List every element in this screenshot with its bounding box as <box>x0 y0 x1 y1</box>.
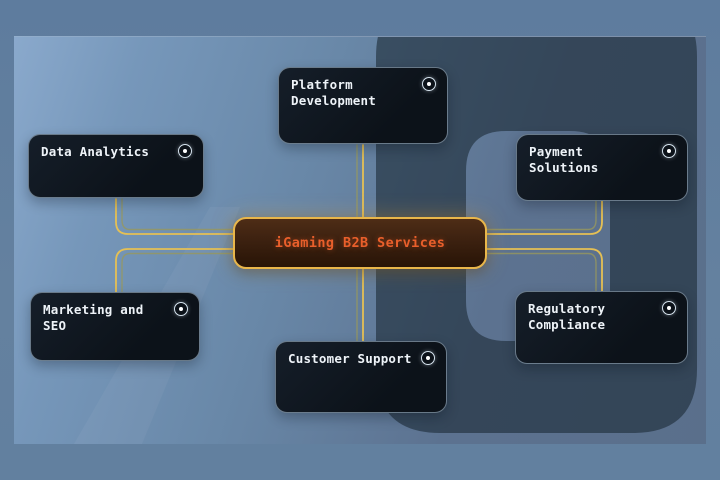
node-label: Customer Support <box>288 351 412 366</box>
node-label: Marketing and SEO <box>43 302 144 334</box>
target-icon-dot <box>666 148 672 154</box>
node-label: Platform Development <box>291 77 376 109</box>
node-regulatory-compliance: Regulatory Compliance <box>515 291 688 364</box>
target-icon-dot <box>178 306 184 312</box>
target-icon <box>421 351 435 365</box>
target-icon <box>662 144 676 158</box>
node-label: Payment Solutions <box>529 144 599 176</box>
target-icon-dot <box>666 305 672 311</box>
node-customer-support: Customer Support <box>275 341 447 413</box>
node-label: Data Analytics <box>41 144 150 159</box>
target-icon-dot <box>426 81 432 87</box>
target-icon <box>422 77 436 91</box>
target-icon-dot <box>182 148 188 154</box>
node-marketing-and-seo: Marketing and SEO <box>30 292 200 361</box>
target-icon <box>174 302 188 316</box>
node-platform-development: Platform Development <box>278 67 448 144</box>
node-data-analytics: Data Analytics <box>28 134 204 198</box>
target-icon-dot <box>425 355 431 361</box>
hub-igaming-b2b-services: iGaming B2B Services <box>233 217 487 269</box>
target-icon <box>178 144 192 158</box>
target-icon <box>662 301 676 315</box>
node-payment-solutions: Payment Solutions <box>516 134 688 201</box>
hub-label: iGaming B2B Services <box>274 235 446 251</box>
node-label: Regulatory Compliance <box>528 301 606 333</box>
